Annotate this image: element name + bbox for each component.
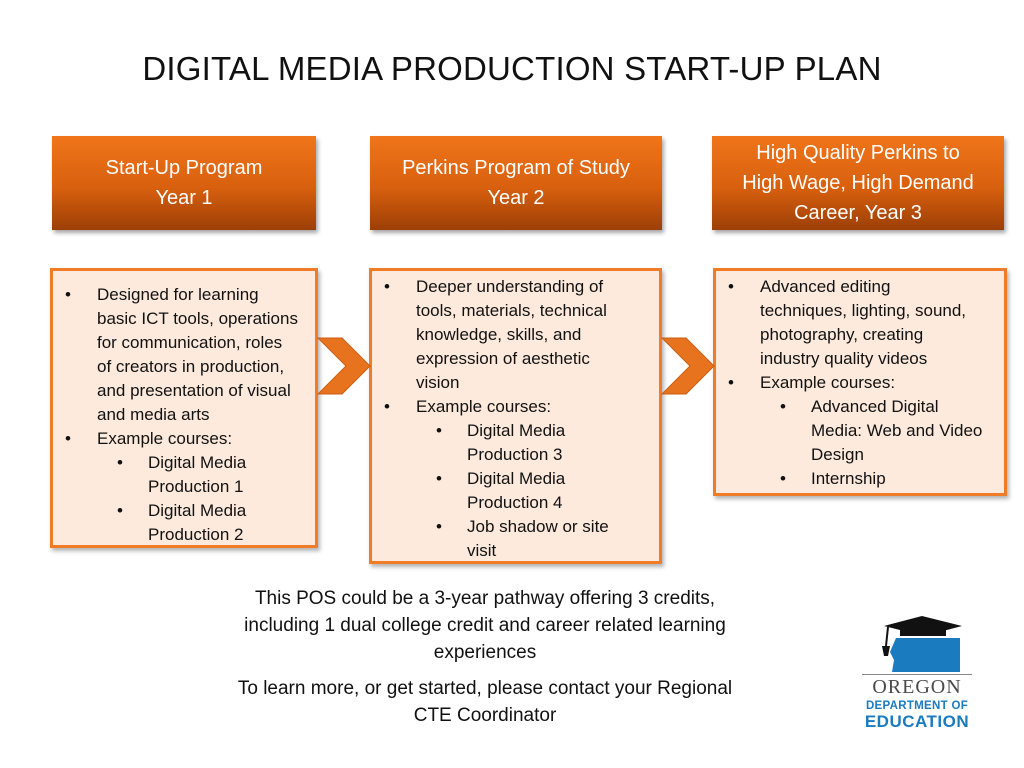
footer-line: including 1 dual college credit and care… — [244, 615, 726, 636]
bullet-icon: • — [728, 277, 734, 296]
course-item-line: visit — [467, 541, 497, 560]
bullet-list: • Deeper understanding of tools, materials… — [376, 275, 653, 563]
course-item-line: Production 3 — [467, 445, 563, 464]
list-item-line: expression of aesthetic — [416, 349, 590, 368]
header-lines: High Quality Perkins to High Wage, High … — [742, 138, 974, 228]
bullet-icon: • — [65, 285, 71, 304]
list-item-line: tools, materials, technical — [416, 301, 607, 320]
list-item-line: Designed for learning — [97, 285, 259, 304]
list-item-line: knowledge, skills, and — [416, 325, 582, 344]
list-item-line: vision — [416, 373, 460, 392]
list-item-line: Example courses: — [760, 373, 896, 392]
bullet-icon: • — [728, 373, 734, 392]
bullet-icon: • — [780, 469, 786, 488]
logo-department-text: DEPARTMENT OF — [865, 700, 969, 712]
footer-contact-text: To learn more, or get started, please co… — [200, 675, 770, 729]
bullet-icon: • — [436, 517, 442, 536]
bullet-icon: • — [384, 277, 390, 296]
list-item: • Advanced editing techniques, lighting, s… — [720, 275, 998, 371]
list-item: • Example courses: — [376, 395, 653, 419]
course-item-line: Digital Media — [467, 421, 566, 440]
list-item-line: Deeper understanding of — [416, 277, 604, 296]
header-line: Start-Up Program — [105, 157, 263, 179]
course-item-line: Production 4 — [467, 493, 563, 512]
oregon-graduation-cap-icon — [882, 616, 962, 672]
list-item-line: Example courses: — [97, 429, 233, 448]
footer-pathway-text: This POS could be a 3-year pathway offer… — [200, 585, 770, 666]
bullet-list: • Advanced editing techniques, lighting, s… — [720, 275, 998, 491]
header-line: Career, Year 3 — [794, 202, 922, 224]
list-item-line: Example courses: — [416, 397, 552, 416]
list-item-line: photography, creating — [760, 325, 924, 344]
header-line: Perkins Program of Study — [402, 157, 630, 179]
bullet-icon: • — [117, 501, 123, 520]
bullet-list: • Designed for learning basic ICT tools, o… — [57, 283, 309, 547]
header-line: High Quality Perkins to — [756, 142, 960, 164]
page-title: DIGITAL MEDIA PRODUCTION START-UP PLAN — [142, 50, 882, 87]
list-item-line: and media arts — [97, 405, 210, 424]
list-item: • Designed for learning basic ICT tools, o… — [57, 283, 309, 427]
course-item: • Internship — [720, 467, 998, 491]
course-item-line: Digital Media — [148, 453, 247, 472]
bullet-icon: • — [780, 397, 786, 416]
course-item-line: Job shadow or site — [467, 517, 609, 536]
oregon-department-of-education-logo: OREGON DEPARTMENT OF EDUCATION — [862, 616, 972, 731]
bullet-icon: • — [117, 453, 123, 472]
footer-line: experiences — [433, 642, 537, 663]
course-item-line: Media: Web and Video — [811, 421, 983, 440]
header-year-3: High Quality Perkins to High Wage, High … — [712, 136, 1004, 230]
course-item-line: Production 1 — [148, 477, 244, 496]
course-item-line: Design — [811, 445, 864, 464]
course-item-line: Digital Media — [467, 469, 566, 488]
course-item-line: Production 2 — [148, 525, 244, 544]
header-year-1: Start-Up Program Year 1 — [52, 136, 316, 230]
content-box-year-1: • Designed for learning basic ICT tools, o… — [50, 268, 318, 548]
list-item: • Example courses: — [720, 371, 998, 395]
header-year-2: Perkins Program of Study Year 2 — [370, 136, 662, 230]
bullet-icon: • — [65, 429, 71, 448]
bullet-icon: • — [436, 469, 442, 488]
footer-line: To learn more, or get started, please co… — [237, 678, 733, 699]
header-line: Year 1 — [155, 187, 213, 209]
course-item-line: Advanced Digital — [811, 397, 939, 416]
header-lines: Start-Up Program Year 1 — [106, 153, 263, 213]
list-item-line: Advanced editing — [760, 277, 891, 296]
header-line: High Wage, High Demand — [742, 172, 974, 194]
bullet-icon: • — [436, 421, 442, 440]
list-item: • Deeper understanding of tools, materials… — [376, 275, 653, 395]
logo-oregon-text: OREGON — [872, 676, 962, 698]
content-box-year-3: • Advanced editing techniques, lighting, s… — [713, 268, 1007, 496]
list-item-line: and presentation of visual — [97, 381, 291, 400]
chevron-right-icon — [316, 337, 371, 395]
content-box-year-2: • Deeper understanding of tools, materials… — [369, 268, 662, 564]
list-item-line: basic ICT tools, operations — [97, 309, 298, 328]
list-item-line: techniques, lighting, sound, — [760, 301, 967, 320]
list-item-line: for communication, roles — [97, 333, 283, 352]
logo-divider — [862, 674, 972, 675]
header-lines: Perkins Program of Study Year 2 — [402, 153, 630, 213]
footer-line: CTE Coordinator — [413, 705, 557, 726]
course-item: • Job shadow or site visit — [376, 515, 653, 563]
course-item-line: Digital Media — [148, 501, 247, 520]
chevron-right-icon — [660, 337, 715, 395]
logo-education-text: EDUCATION — [864, 712, 970, 731]
list-item: • Example courses: — [57, 427, 309, 451]
bullet-icon: • — [384, 397, 390, 416]
course-item-line: Internship — [811, 469, 886, 488]
header-line: Year 2 — [487, 187, 545, 209]
list-item-line: industry quality videos — [760, 349, 928, 368]
list-item-line: of creators in production, — [97, 357, 285, 376]
footer-line: This POS could be a 3-year pathway offer… — [254, 588, 716, 609]
